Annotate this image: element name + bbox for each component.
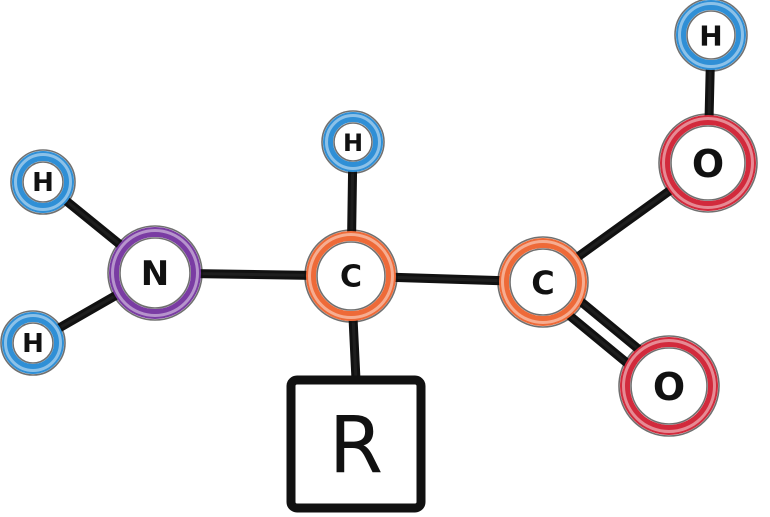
atom-h-alpha-outer-edge [321, 110, 385, 174]
atom-oxygen-hydroxyl-ring-highlight [662, 117, 754, 209]
atom-oxygen-carbonyl-label: O [653, 365, 685, 409]
atom-h-amino-bottom-inner-edge [12, 322, 54, 364]
atom-nitrogen-label: N [141, 254, 169, 294]
atom-oxygen-carbonyl: O [618, 335, 720, 437]
atom-h-amino-bottom-ring [2, 312, 64, 374]
atom-h-amino-top-ring-highlight [14, 153, 72, 211]
atom-carbon-carboxyl-ring-highlight [501, 240, 585, 324]
atom-h-alpha-inner-edge [333, 122, 373, 162]
atom-carbon-alpha: C [304, 229, 398, 323]
atom-carbon-carboxyl-label: C [531, 264, 554, 302]
atom-h-amino-bottom-label: H [22, 329, 44, 359]
side-chain-box [286, 375, 426, 513]
atoms-layer: H H N H C C O H O [0, 0, 758, 437]
atom-oxygen-hydroxyl-inner-edge [670, 125, 746, 201]
atom-h-amino-top-ring [12, 151, 74, 213]
atom-carbon-carboxyl-ring [499, 238, 587, 326]
atom-h-hydroxyl-ring [676, 0, 746, 70]
atom-carbon-alpha-outer-edge [304, 229, 398, 323]
atom-carbon-carboxyl-outer-edge [497, 236, 589, 328]
atom-h-alpha-ring [323, 112, 383, 172]
atom-nitrogen-inner-edge [119, 237, 191, 309]
side-chain-layer: R [286, 375, 426, 513]
atom-h-amino-bottom-ring-highlight [4, 314, 62, 372]
atom-nitrogen: N [107, 225, 203, 321]
atom-oxygen-hydroxyl: O [658, 113, 758, 213]
atom-h-amino-bottom: H [0, 310, 66, 376]
atom-h-amino-bottom-outer-edge [0, 310, 66, 376]
atom-carbon-alpha-label: C [340, 260, 362, 295]
atom-h-hydroxyl-ring-highlight [678, 2, 744, 68]
atom-h-hydroxyl-outer-edge [674, 0, 748, 72]
atom-h-alpha-ring-highlight [325, 114, 381, 170]
atom-oxygen-hydroxyl-ring [660, 115, 756, 211]
atom-h-hydroxyl-label: H [699, 20, 722, 53]
atom-carbon-carboxyl-inner-edge [509, 248, 577, 316]
atom-oxygen-carbonyl-ring [620, 337, 718, 435]
atom-h-amino-top-outer-edge [10, 149, 76, 215]
atom-nitrogen-outer-edge [107, 225, 203, 321]
atom-nitrogen-ring-highlight [111, 229, 199, 317]
atom-h-alpha-label: H [343, 129, 363, 157]
atom-h-hydroxyl-inner-edge [686, 10, 736, 60]
atom-carbon-alpha-ring [306, 231, 396, 321]
atom-oxygen-hydroxyl-outer-edge [658, 113, 758, 213]
atom-h-hydroxyl: H [674, 0, 748, 72]
side-chain-label: R [329, 401, 383, 491]
atom-carbon-alpha-ring-highlight [308, 233, 394, 319]
atom-h-amino-top-label: H [32, 168, 54, 198]
atom-h-amino-top: H [10, 149, 76, 215]
atom-oxygen-hydroxyl-label: O [692, 142, 724, 186]
atom-oxygen-carbonyl-outer-edge [618, 335, 720, 437]
atom-nitrogen-ring [109, 227, 201, 319]
atom-oxygen-carbonyl-inner-edge [630, 347, 708, 425]
atom-h-alpha: H [321, 110, 385, 174]
atom-carbon-alpha-inner-edge [316, 241, 386, 311]
bonds-layer [28, 30, 716, 398]
atom-oxygen-carbonyl-ring-highlight [622, 339, 716, 433]
atom-carbon-carboxyl: C [497, 236, 589, 328]
atom-h-amino-top-inner-edge [22, 161, 64, 203]
